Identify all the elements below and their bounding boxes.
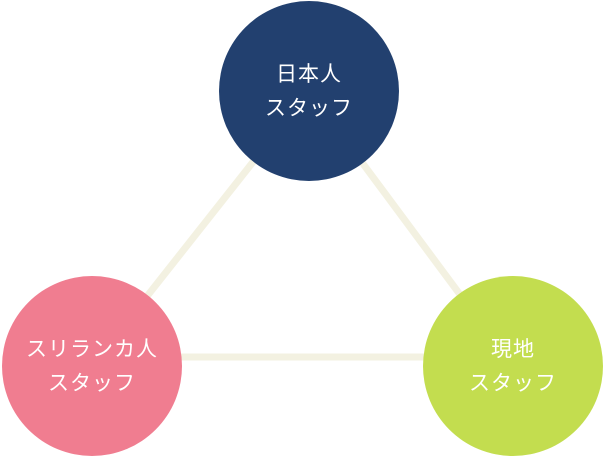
local-staff-label-line1: 現地 <box>491 337 535 361</box>
sri-lankan-staff-label-line1: スリランカ人 <box>26 337 158 361</box>
sri-lankan-staff-node: スリランカ人 スタッフ <box>2 276 182 456</box>
japanese-staff-node: 日本人 スタッフ <box>219 1 399 181</box>
local-staff-label-line2: スタッフ <box>469 371 557 395</box>
sri-lankan-staff-label-line2: スタッフ <box>48 371 136 395</box>
local-staff-node: 現地 スタッフ <box>423 276 603 456</box>
japanese-staff-label-line2: スタッフ <box>265 96 353 120</box>
japanese-staff-label-line1: 日本人 <box>276 62 342 86</box>
